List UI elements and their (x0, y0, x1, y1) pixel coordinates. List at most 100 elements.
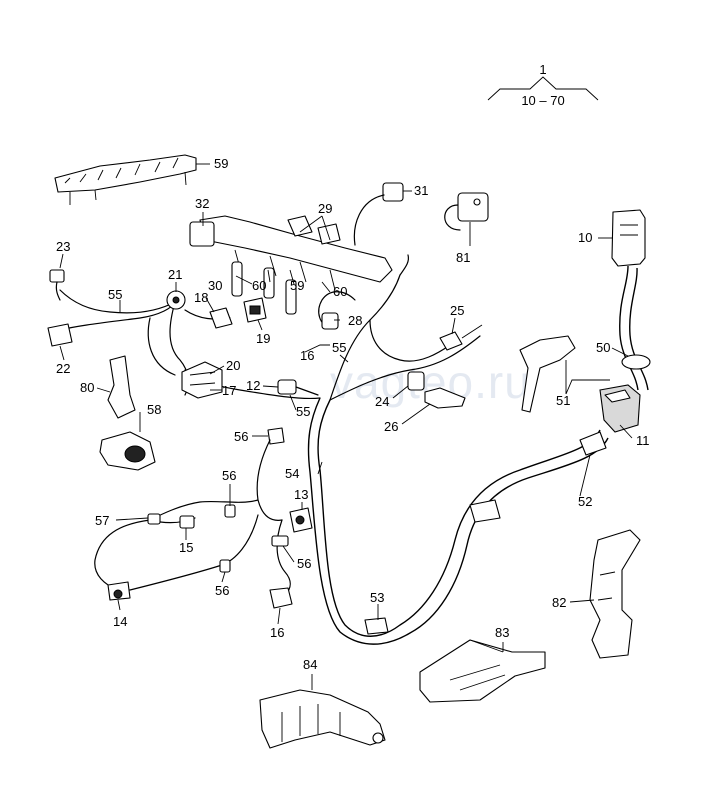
harness-branch-top (399, 254, 410, 276)
main-harness-branch-right-outer (629, 267, 649, 391)
part-50-grommet (621, 354, 651, 370)
group-header: 1 10 – 70 (487, 62, 599, 108)
callout-80: 80 (80, 380, 94, 395)
part-83-bracket (419, 639, 546, 703)
leader-lines (59, 163, 633, 690)
part-59-bracket-rail (54, 154, 197, 205)
part-56-clip-lower-left (219, 559, 231, 573)
callout-19: 19 (256, 331, 270, 346)
coil-rail-assembly (189, 215, 393, 315)
part-51-bracket (519, 335, 576, 413)
part-26-sensor (424, 387, 466, 409)
harness-branch-25 (329, 335, 481, 401)
callout-25: 25 (450, 303, 464, 318)
callout-16-upper: 16 (300, 348, 314, 363)
callout-82: 82 (552, 595, 566, 610)
callout-17: 17 (222, 383, 236, 398)
part-13-connector (289, 507, 313, 533)
callout-55-upper: 55 (332, 340, 346, 355)
part-16-connector (269, 587, 293, 609)
callout-60-right: 60 (333, 284, 347, 299)
callout-11: 11 (636, 433, 650, 448)
callout-30: 30 (208, 278, 222, 293)
part-57-clip (147, 513, 161, 525)
callout-56-upper: 56 (234, 429, 248, 444)
harness-branch-24 (369, 319, 451, 362)
callout-31: 31 (414, 183, 428, 198)
callout-57: 57 (95, 513, 109, 528)
harness-to-16b (276, 519, 291, 596)
callout-55-lower: 55 (296, 404, 310, 419)
callout-13: 13 (294, 487, 308, 502)
callout-28: 28 (348, 313, 362, 328)
callout-56-middle: 56 (222, 468, 236, 483)
harness-loop-55 (147, 317, 176, 376)
callout-12: 12 (246, 378, 260, 393)
callout-56-lower: 56 (215, 583, 229, 598)
callout-20: 20 (226, 358, 240, 373)
part-20-17-unit (181, 361, 223, 399)
main-harness-trunk (317, 399, 601, 637)
part-56-clip-lower-right (271, 535, 289, 547)
callout-60-left: 60 (252, 278, 266, 293)
callout-26: 26 (384, 419, 398, 434)
part-11-module (599, 384, 641, 433)
callout-59-mid: 59 (290, 278, 304, 293)
callout-59-rail: 59 (214, 156, 228, 171)
trunk-clip (469, 499, 501, 523)
callout-18: 18 (194, 290, 208, 305)
part-22-connector (47, 323, 73, 347)
part-58-sensor (99, 431, 156, 471)
callout-83: 83 (495, 625, 509, 640)
callout-32: 32 (195, 196, 209, 211)
harness-to-57 (149, 499, 259, 521)
group-range: 10 – 70 (521, 93, 564, 108)
part-56-clip-middle (224, 504, 236, 518)
callout-81: 81 (456, 250, 470, 265)
part-32-connector (189, 221, 215, 247)
callout-21: 21 (168, 267, 182, 282)
callout-50: 50 (596, 340, 610, 355)
part-53-clip (364, 617, 389, 635)
callout-51: 51 (556, 393, 570, 408)
part-82-bracket (589, 529, 641, 659)
callout-84: 84 (303, 657, 317, 672)
callout-24: 24 (375, 394, 389, 409)
callout-52: 52 (578, 494, 592, 509)
callout-23: 23 (56, 239, 70, 254)
part-52-clip (579, 431, 607, 456)
callout-58: 58 (147, 402, 161, 417)
callout-56-right: 56 (297, 556, 311, 571)
callout-labels: 59 31 32 29 81 10 23 21 30 60 59 60 55 1… (56, 156, 650, 672)
part-19-connector (243, 297, 267, 323)
harness-22-21 (59, 301, 176, 331)
part-56-clip-upper (267, 427, 285, 445)
part-24-sensor (407, 371, 425, 391)
main-harness-branch-right (619, 265, 639, 391)
callout-55-left: 55 (108, 287, 122, 302)
main-harness-trunk-outer (307, 397, 609, 645)
harness-23-21 (59, 289, 176, 314)
callout-22: 22 (56, 361, 70, 376)
part-25-connector (439, 324, 483, 351)
part-10-connector (611, 209, 646, 267)
callout-54: 54 (285, 466, 299, 481)
harness-loop-14 (94, 519, 151, 591)
callout-16-lower: 16 (270, 625, 284, 640)
part-84-bracket (259, 689, 386, 749)
part-80-bracket (107, 355, 136, 419)
harness-down-13 (256, 439, 283, 521)
callout-53: 53 (370, 590, 384, 605)
part-18-connector (209, 307, 233, 329)
part-28-connector (321, 312, 339, 330)
part-14-connector (107, 581, 131, 601)
part-31-connector (353, 182, 404, 246)
part-81-clip (444, 192, 489, 231)
callout-14: 14 (113, 614, 127, 629)
callout-10: 10 (578, 230, 592, 245)
callout-15: 15 (179, 540, 193, 555)
part-21-connector (166, 290, 186, 310)
part-15-connector (179, 515, 195, 529)
